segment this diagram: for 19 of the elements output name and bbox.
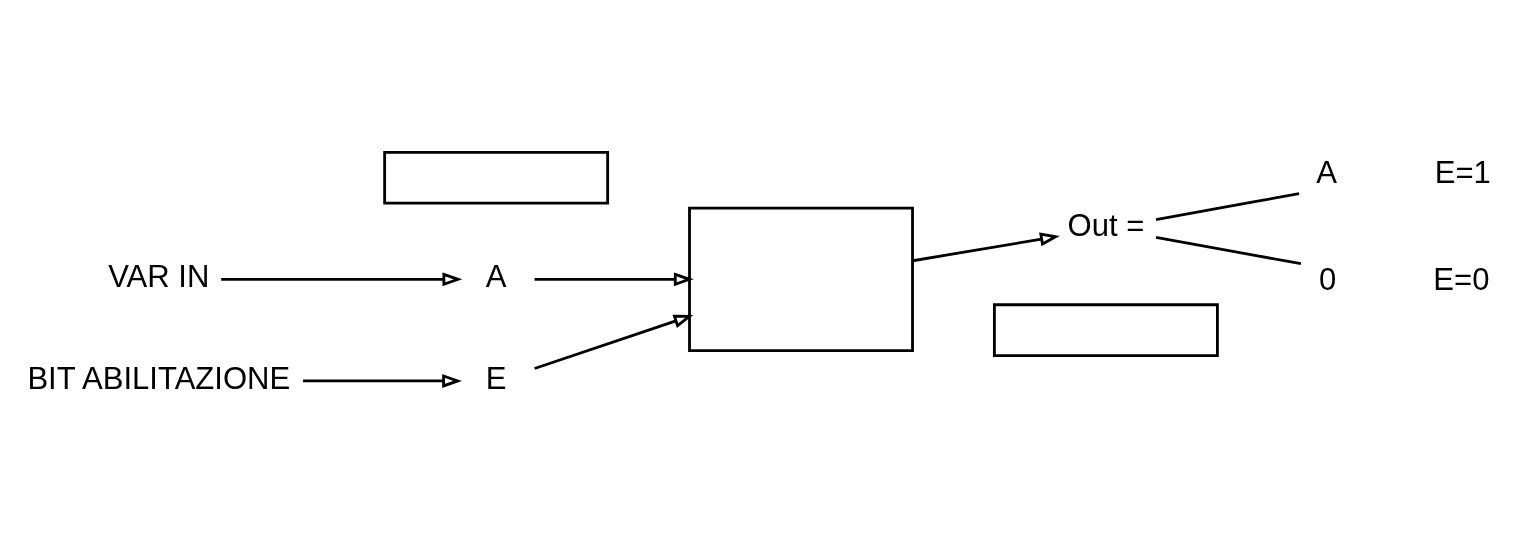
node-box xyxy=(688,206,914,352)
node-text: A xyxy=(485,259,507,295)
connector xyxy=(1155,235,1302,266)
node-text: A xyxy=(1316,154,1337,190)
node-box xyxy=(383,150,610,205)
node-box xyxy=(993,303,1219,357)
connector xyxy=(1155,192,1300,222)
node-text: VAR IN xyxy=(108,259,210,295)
node-text: 0 xyxy=(1319,262,1337,298)
arrow xyxy=(534,314,694,370)
arrow xyxy=(912,232,1060,263)
node-label: E=1 xyxy=(1434,154,1491,190)
node-text: E xyxy=(485,360,507,396)
node-text: BIT ABILITAZIONE xyxy=(27,360,291,396)
node-label: E=0 xyxy=(1433,262,1490,298)
arrow xyxy=(303,374,462,388)
node-text: Out = xyxy=(1067,208,1145,244)
arrow xyxy=(534,272,694,287)
arrow xyxy=(221,272,463,287)
